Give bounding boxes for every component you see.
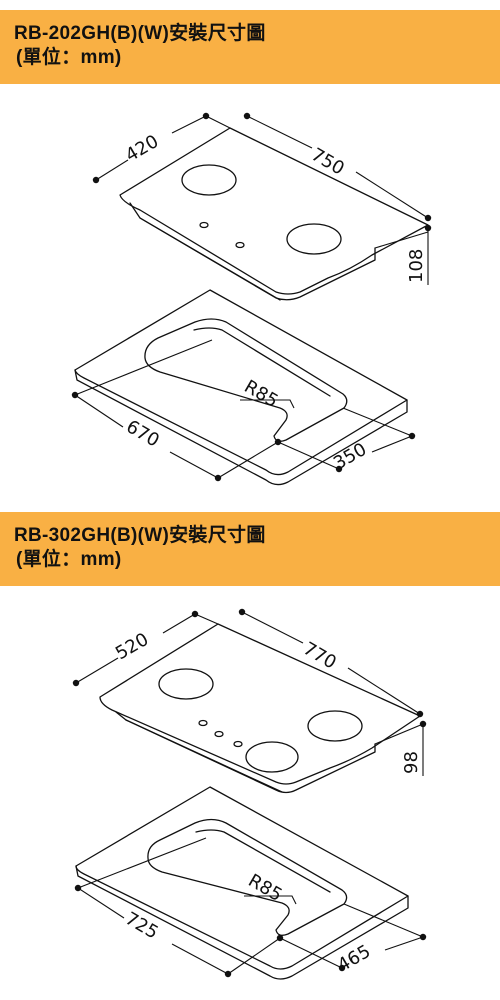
burner-left [158, 668, 214, 700]
slab-top-face [75, 786, 409, 970]
section-1-unit: (單位：mm) [16, 47, 122, 68]
dim-hob-width: 750 [243, 112, 432, 222]
dim-cutout-width: 670 [71, 339, 222, 482]
dim-hob-depth-label: 420 [122, 131, 162, 166]
dim-hob-depth: 520 [72, 610, 219, 687]
section-2-unit: (單位：mm) [16, 549, 122, 570]
hob-body-edge [125, 719, 283, 793]
hob-body-side [115, 711, 376, 794]
hob-3-burner [99, 623, 421, 794]
control-knob [214, 730, 224, 738]
cutout-radius-label: R85 [245, 870, 286, 906]
dim-hob-depth: 420 [92, 112, 231, 184]
hob-glass-top [119, 127, 429, 295]
section-1-title: RB-202GH(B)(W)安裝尺寸圖 [14, 23, 266, 44]
burner-left [181, 164, 237, 196]
section-2-header: RB-302GH(B)(W)安裝尺寸圖 (單位：mm) [0, 512, 500, 586]
control-knob [198, 719, 208, 727]
burner-front [245, 741, 299, 773]
section-2-title: RB-302GH(B)(W)安裝尺寸圖 [14, 525, 266, 546]
cutout-inner-edge [193, 327, 331, 397]
control-knob [233, 740, 243, 748]
cutout-opening [147, 818, 348, 936]
control-knob [199, 221, 209, 229]
hob-body-side [129, 202, 376, 301]
countertop-slab: R85 [74, 289, 408, 486]
dim-hob-width: 770 [238, 608, 424, 718]
dim-hob-height: 108 [374, 224, 432, 285]
slab-front-edge [74, 369, 408, 486]
dim-hob-depth-label: 520 [112, 629, 152, 664]
slab-front-edge [75, 865, 409, 980]
dim-cutout-depth-label: 465 [334, 941, 374, 976]
dim-hob-width-label: 750 [308, 144, 348, 179]
dim-hob-height: 98 [374, 720, 427, 776]
dim-hob-width-label: 770 [300, 638, 340, 673]
section-1-header: RB-202GH(B)(W)安裝尺寸圖 (單位：mm) [0, 10, 500, 84]
dim-cutout-width-label: 725 [122, 908, 162, 943]
dim-cutout-depth: 350 [217, 407, 416, 479]
section-2-drawing: 520 770 98 R85 725 [72, 608, 427, 980]
cutout-opening [144, 318, 348, 442]
cutout-radius-leader [244, 895, 297, 905]
hob-body-edge [139, 217, 281, 301]
hob-2-burner [119, 127, 429, 301]
hob-glass-top [99, 623, 421, 785]
section-1-drawing: 420 750 108 R85 670 [71, 112, 432, 486]
slab-top-face [74, 289, 408, 476]
cutout-radius-leader [240, 399, 295, 409]
burner-right [307, 710, 363, 742]
cutout-inner-edge [195, 829, 331, 893]
dim-hob-height-label: 98 [401, 751, 422, 774]
burner-right [286, 223, 342, 255]
dim-hob-height-label: 108 [406, 249, 427, 283]
control-knob [235, 241, 245, 249]
